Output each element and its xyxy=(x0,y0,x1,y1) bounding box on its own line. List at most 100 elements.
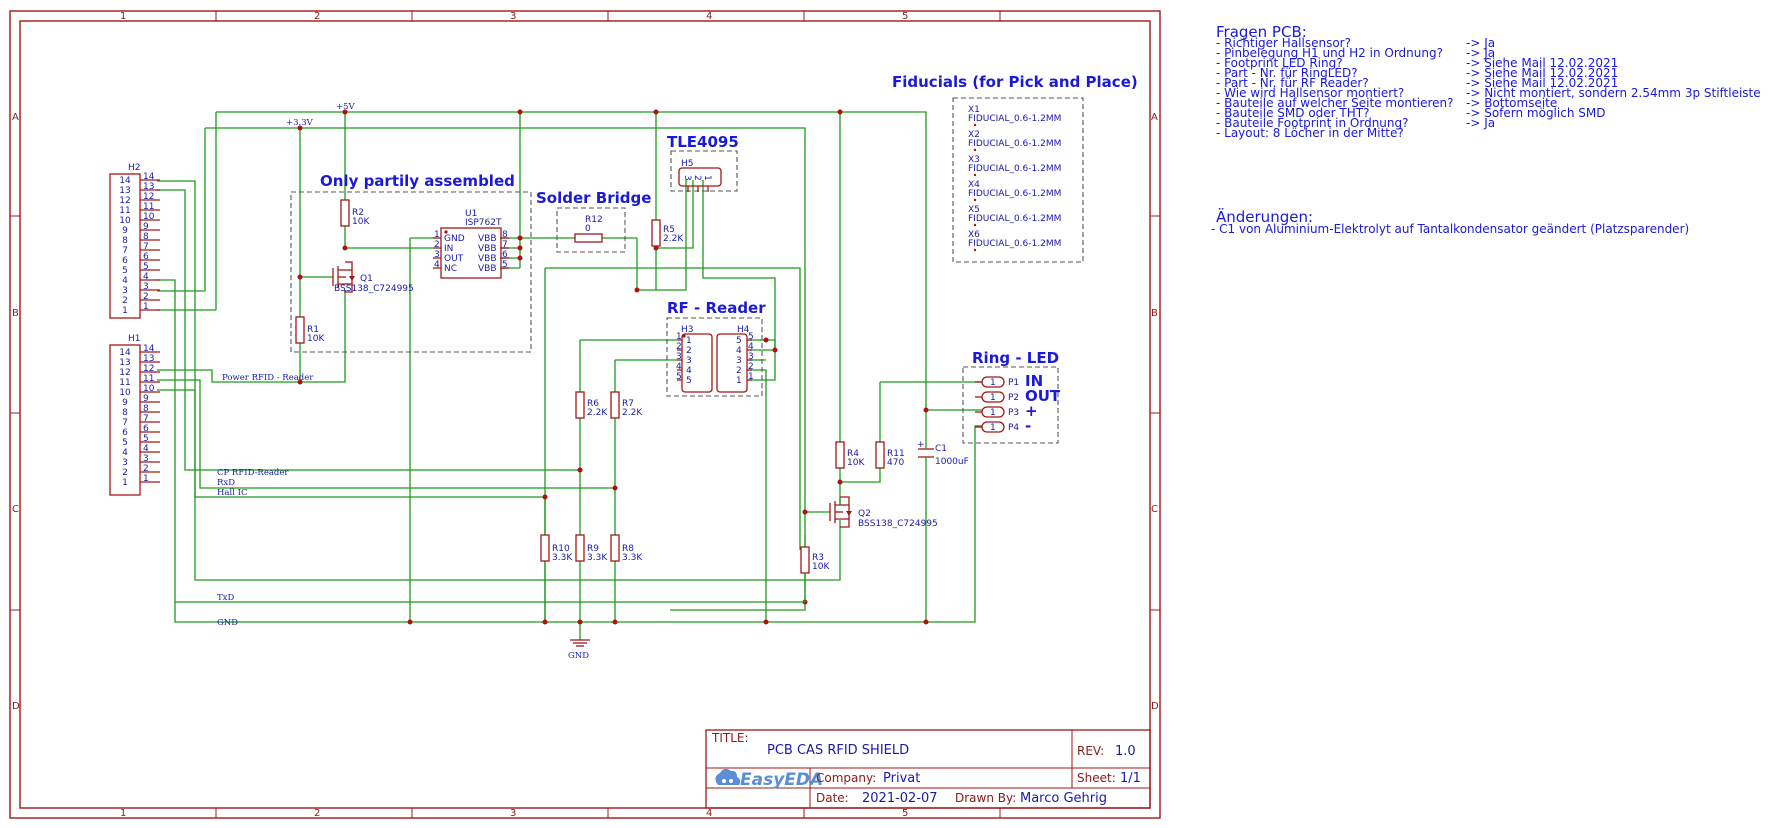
header-pin-name: 14 xyxy=(119,348,131,358)
header-pin-name: 12 xyxy=(119,196,130,206)
solder-bridge-block: Solder Bridge R12 0 xyxy=(536,189,651,253)
u1-pin-number: 8 xyxy=(502,230,508,240)
easyeda-logo: EasyEDA xyxy=(715,768,823,790)
r11-ref: R11 xyxy=(887,449,905,459)
h3-pin-number: 4 xyxy=(676,362,682,372)
h4-pin-number: 4 xyxy=(748,342,754,352)
fiducial-marker xyxy=(973,148,977,152)
u1-pin-number: 4 xyxy=(434,260,440,270)
connector-h2: H2 1414131312121111101099887766554433221… xyxy=(109,163,160,319)
note-question: - Layout: 8 Löcher in der Mitte? xyxy=(1216,126,1404,140)
partial-assembly-title: Only partily assembled xyxy=(320,172,515,190)
note-question: - Wie wird Hallsensor montiert? xyxy=(1216,86,1404,100)
junctions xyxy=(297,109,929,625)
header-pin-name: 6 xyxy=(122,428,128,438)
r6-val: 2.2K xyxy=(587,408,608,418)
change-item: - C1 von Aluminium-Elektrolyt auf Tantal… xyxy=(1211,222,1689,236)
frame-col-5-bottom: 5 xyxy=(902,808,908,819)
r6-resistor: R6 2.2K xyxy=(575,391,608,419)
ring-pin-label: - xyxy=(1025,417,1031,435)
h3-pin-name: 5 xyxy=(686,376,692,386)
h4-pin-name: 2 xyxy=(736,366,742,376)
note-question: - Footprint LED Ring? xyxy=(1216,56,1343,70)
net-label-3v3: +3.3V xyxy=(286,118,314,128)
note-question: - Pinbelegung H1 und H2 in Ordnung? xyxy=(1216,46,1443,60)
h5-pin-number: 2 xyxy=(692,175,702,181)
h5-pin-number: 1 xyxy=(702,175,712,181)
ring-pin-pad xyxy=(981,391,1005,403)
header-pin-number: 14 xyxy=(143,344,155,354)
header-pin-number: 9 xyxy=(143,394,149,404)
notes-heading: Fragen PCB: xyxy=(1216,23,1307,41)
net-label-gnd: GND xyxy=(217,618,238,628)
h1-ref: H1 xyxy=(128,334,141,344)
ring-pin-ref: P2 xyxy=(1008,393,1019,403)
h4-pin-name: 1 xyxy=(736,376,742,386)
frame-row-a-right: A xyxy=(1151,112,1158,123)
c1-ref: C1 xyxy=(935,444,947,454)
fiducial-part: FIDUCIAL_0.6-1.2MM xyxy=(968,189,1061,199)
note-question: - Bauteile Footprint in Ordnung? xyxy=(1216,116,1409,130)
drawing-frame: 1 2 3 4 5 1 2 3 4 5 A B C D A B C D xyxy=(9,10,1161,819)
ring-pin-number: 1 xyxy=(990,408,996,418)
c1-plus-icon: + xyxy=(917,440,925,450)
fiducial-ref: X5 xyxy=(968,205,980,215)
r12-val: 0 xyxy=(585,224,591,234)
header-pin-number: 4 xyxy=(143,272,149,282)
u1-pin-name: VBB xyxy=(478,234,497,244)
fiducial-ref: X4 xyxy=(968,180,980,190)
net-label-cp-rfid: CP RFID-Reader xyxy=(217,468,289,478)
h3-pin-number: 3 xyxy=(676,352,682,362)
h4-ref: H4 xyxy=(737,325,750,335)
u1-pin-name: VBB xyxy=(478,244,497,254)
title-block: TITLE: PCB CAS RFID SHIELD REV: 1.0 Easy… xyxy=(705,729,1151,809)
header-pin-number: 10 xyxy=(143,212,155,222)
r3-val: 10K xyxy=(812,562,830,572)
ring-pin-pad xyxy=(981,421,1005,433)
net-label-power-rfid: Power RFID - Reader xyxy=(222,373,314,383)
rev-label: REV: xyxy=(1077,744,1104,758)
note-answer: -> Ja xyxy=(1466,46,1495,60)
fiducial-ref: X2 xyxy=(968,130,980,140)
r11-resistor: R11 470 xyxy=(875,441,905,469)
title-value: PCB CAS RFID SHIELD xyxy=(767,743,909,758)
frame-col-3-bottom: 3 xyxy=(510,808,516,819)
header-pin-name: 3 xyxy=(122,286,128,296)
solder-bridge-title: Solder Bridge xyxy=(536,189,651,207)
sheet-label: Sheet: xyxy=(1077,771,1116,785)
header-pin-name: 8 xyxy=(122,408,128,418)
header-pin-number: 8 xyxy=(143,232,149,242)
note-answer: -> Bottomseite xyxy=(1466,96,1557,110)
r4-ref: R4 xyxy=(847,449,859,459)
frame-col-5: 5 xyxy=(902,11,908,22)
h4-pin-name: 5 xyxy=(736,336,742,346)
r1-val: 10K xyxy=(307,334,325,344)
ring-pin-ref: P3 xyxy=(1008,408,1019,418)
fiducial-marker xyxy=(973,173,977,177)
h2-ref: H2 xyxy=(128,163,141,173)
r7-ref: R7 xyxy=(622,399,634,409)
u1-pin-number: 3 xyxy=(434,250,440,260)
header-pin-name: 2 xyxy=(122,296,128,306)
h4-pin-number: 5 xyxy=(748,332,754,342)
header-pin-number: 11 xyxy=(143,374,154,384)
partial-assembly-block: Only partily assembled R2 10K R1 10K Q1 … xyxy=(290,172,532,353)
frame-col-4: 4 xyxy=(706,11,712,22)
wires xyxy=(157,111,982,640)
header-pin-name: 14 xyxy=(119,176,131,186)
date-label: Date: xyxy=(816,791,849,805)
q2-ref: Q2 xyxy=(858,509,871,519)
tle4095-title: TLE4095 xyxy=(667,133,739,151)
r10-resistor: R10 3.3K xyxy=(540,534,573,563)
header-pin-number: 14 xyxy=(143,172,155,182)
ring-pin-label: OUT xyxy=(1025,387,1061,405)
h3-pin-number: 2 xyxy=(676,342,682,352)
fiducial-ref: X6 xyxy=(968,230,980,240)
r6-ref: R6 xyxy=(587,399,599,409)
r12-ref: R12 xyxy=(585,215,603,225)
header-pin-number: 11 xyxy=(143,202,154,212)
h3-pin-name: 3 xyxy=(686,356,692,366)
r5-resistor: R5 2.2K xyxy=(651,219,684,247)
